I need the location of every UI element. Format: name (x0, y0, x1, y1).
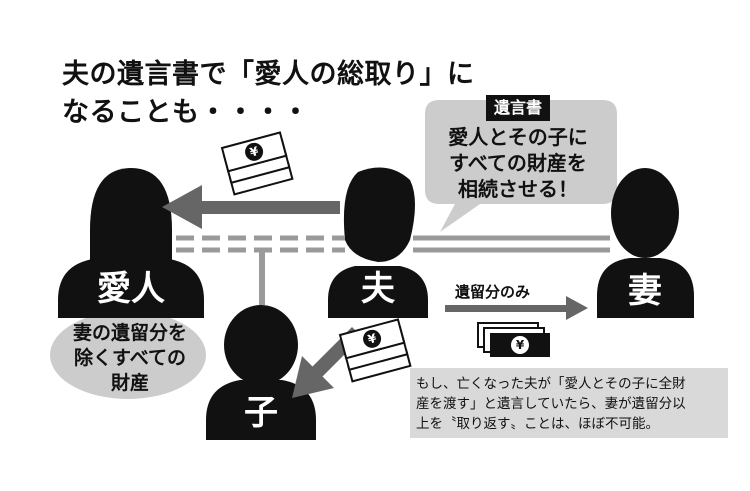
will-callout-line-1: 愛人とその子に (428, 124, 608, 150)
child-label: 子 (231, 396, 291, 430)
will-callout-line-3: 相続させる！ (428, 176, 608, 202)
mistress-share-text: 妻の遺留分を 除くすべての 財産 (50, 321, 210, 396)
banknote-icon: ¥ (478, 323, 550, 357)
mistress-share-line-3: 財産 (50, 371, 210, 396)
will-callout-text: 愛人とその子に すべての財産を 相続させる！ (428, 124, 608, 202)
husband-label: 夫 (348, 272, 408, 306)
note-line-2: 産を渡す」と遺言していたら、妻が遺留分以 (416, 394, 722, 414)
note-text: もし、亡くなった夫が「愛人とその子に全財 産を渡す」と遺言していたら、妻が遺留分… (416, 374, 722, 434)
mistress-label: 愛人 (91, 272, 171, 306)
wife-label: 妻 (615, 274, 675, 308)
note-line-1: もし、亡くなった夫が「愛人とその子に全財 (416, 374, 722, 394)
money-stack-icon: ¥ (222, 132, 292, 194)
arrow-to-mistress (162, 185, 340, 229)
will-tag: 遺言書 (486, 95, 550, 121)
note-line-3: 上を〝取り返す〟ことは、ほぼ不可能。 (416, 414, 722, 434)
wife-arrow-label: 遺留分のみ (455, 283, 585, 301)
mistress-share-line-1: 妻の遺留分を (50, 321, 210, 346)
mistress-share-line-2: 除くすべての (50, 346, 210, 371)
will-callout-line-2: すべての財産を (428, 150, 608, 176)
title-line-1: 夫の遺言書で「愛人の総取り」に (62, 56, 492, 94)
page-title: 夫の遺言書で「愛人の総取り」に なることも・・・・ (62, 56, 492, 132)
svg-text:¥: ¥ (516, 338, 525, 352)
